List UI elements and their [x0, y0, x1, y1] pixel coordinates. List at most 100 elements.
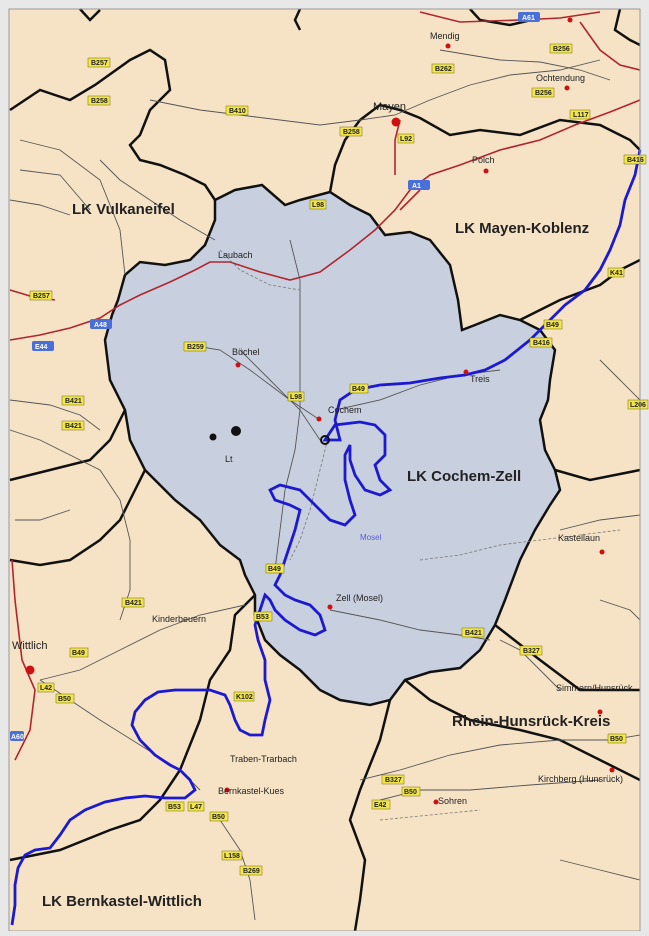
road-shield-b257a: B257: [87, 57, 111, 68]
road-shield-b410: B410: [225, 105, 249, 116]
svg-text:B416: B416: [627, 157, 644, 164]
road-shield-b257b: B257: [29, 290, 53, 301]
road-shield-b327a: B327: [519, 645, 543, 656]
autobahn-shield-e44: E44: [32, 341, 54, 351]
svg-text:L92: L92: [400, 136, 412, 143]
svg-text:A48: A48: [94, 322, 107, 329]
svg-text:B49: B49: [352, 386, 365, 393]
svg-text:E42: E42: [374, 802, 387, 809]
svg-text:B327: B327: [523, 648, 540, 655]
road-shield-b262: B262: [431, 63, 455, 74]
road-shield-b53a: B53: [253, 611, 273, 622]
svg-text:K41: K41: [610, 270, 623, 277]
road-shield-b49a: B49: [543, 319, 563, 330]
place-dots: [25, 17, 615, 805]
road-shield-b259: B259: [183, 341, 207, 352]
svg-text:B50: B50: [58, 696, 71, 703]
svg-text:B327: B327: [385, 777, 402, 784]
railways: [219, 249, 621, 821]
svg-text:B421: B421: [465, 630, 482, 637]
autobahn-shield-a60: A60: [10, 731, 24, 741]
road-shield-l206: L206: [627, 399, 649, 410]
svg-text:B410: B410: [229, 108, 246, 115]
mosel-river: [10, 149, 642, 926]
svg-text:B421: B421: [65, 423, 82, 430]
svg-text:B269: B269: [243, 868, 260, 875]
autobahn-shield-a48: A48: [90, 319, 112, 329]
road-shield-b421a: B421: [61, 395, 85, 406]
river-label-mosel: Mosel: [360, 533, 382, 542]
svg-text:B416: B416: [533, 340, 550, 347]
svg-text:B49: B49: [546, 322, 559, 329]
road-shield-b416: B416: [623, 154, 647, 165]
svg-text:L158: L158: [224, 853, 240, 860]
district-label-cochem-zell: LK Cochem-Zell: [407, 468, 521, 485]
place-bernkastel-kues: Bernkastel-Kues: [218, 786, 285, 796]
cochem-zell-area[interactable]: [103, 183, 562, 707]
road-shield-l98a: L98: [309, 199, 327, 210]
place-polch: Polch: [472, 155, 495, 165]
road-shield-b50d: B50: [209, 811, 229, 822]
svg-text:B258: B258: [91, 98, 108, 105]
svg-text:B50: B50: [212, 814, 225, 821]
svg-text:L206: L206: [630, 402, 646, 409]
road-shield-b50a: B50: [55, 693, 75, 704]
place-traben-trarbach: Traben-Trarbach: [230, 754, 297, 764]
road-shield-l47: L47: [187, 801, 205, 812]
place-treis: Treis: [470, 374, 490, 384]
svg-text:A60: A60: [11, 734, 24, 741]
road-shield-b49c: B49: [265, 563, 285, 574]
svg-text:B421: B421: [125, 600, 142, 607]
svg-text:L42: L42: [40, 685, 52, 692]
road-shield-b269: B269: [239, 865, 263, 876]
svg-text:B262: B262: [435, 66, 452, 73]
road-shield-b258b: B258: [339, 126, 363, 137]
svg-text:L117: L117: [573, 112, 589, 119]
svg-text:L47: L47: [190, 804, 202, 811]
svg-text:B256: B256: [553, 46, 570, 53]
svg-text:B421: B421: [65, 398, 82, 405]
svg-text:B50: B50: [610, 736, 623, 743]
road-shield-e42: E42: [371, 799, 391, 810]
road-shield-b256b: B256: [531, 87, 555, 98]
road-shield-b50b: B50: [607, 733, 627, 744]
svg-text:L98: L98: [312, 202, 324, 209]
svg-text:B53: B53: [168, 804, 181, 811]
road-shield-b49d: B49: [69, 647, 89, 658]
district-label-bernkastel-wittlich: LK Bernkastel-Wittlich: [42, 893, 202, 910]
district-borders: [9, 8, 641, 932]
road-shield-b256a: B256: [549, 43, 573, 54]
svg-text:B259: B259: [187, 344, 204, 351]
road-shield-b50c: B50: [401, 786, 421, 797]
svg-text:B257: B257: [33, 293, 50, 300]
svg-text:B257: B257: [91, 60, 108, 67]
road-shield-b327b: B327: [381, 774, 405, 785]
road-shield-l98b: L98: [287, 391, 305, 402]
autobahn-shield-a61: A61: [518, 12, 540, 22]
district-label-mayen-koblenz: LK Mayen-Koblenz: [455, 220, 589, 237]
svg-text:B256: B256: [535, 90, 552, 97]
lake-1: [231, 426, 241, 436]
road-shield-b49b: B49: [349, 383, 369, 394]
place-cochem: Cochem: [328, 405, 362, 415]
place-simmern: Simmern/Hunsrück: [556, 683, 633, 693]
lake-2: [209, 433, 217, 441]
road-shield-l42: L42: [37, 682, 55, 693]
svg-text:E44: E44: [35, 344, 48, 351]
autobahn-shield-a1: A1: [408, 180, 430, 190]
road-shield-l117: L117: [569, 109, 591, 120]
place-kirchberg: Kirchberg (Hunsrück): [538, 774, 623, 784]
place-mayen: Mayen: [373, 101, 406, 113]
place-buechel: Büchel: [232, 347, 260, 357]
place-wittlich: Wittlich: [12, 640, 47, 652]
road-shields: B257 B258 B256 B262 B256 L117 B410 B258 …: [29, 43, 649, 876]
place-ochtendung: Ochtendung: [536, 73, 585, 83]
road-shield-b258a: B258: [87, 95, 111, 106]
road-shield-b421b: B421: [61, 420, 85, 431]
road-shield-b53b: B53: [165, 801, 185, 812]
svg-text:B50: B50: [404, 789, 417, 796]
svg-text:K102: K102: [236, 694, 253, 701]
place-mendig: Mendig: [430, 31, 460, 41]
